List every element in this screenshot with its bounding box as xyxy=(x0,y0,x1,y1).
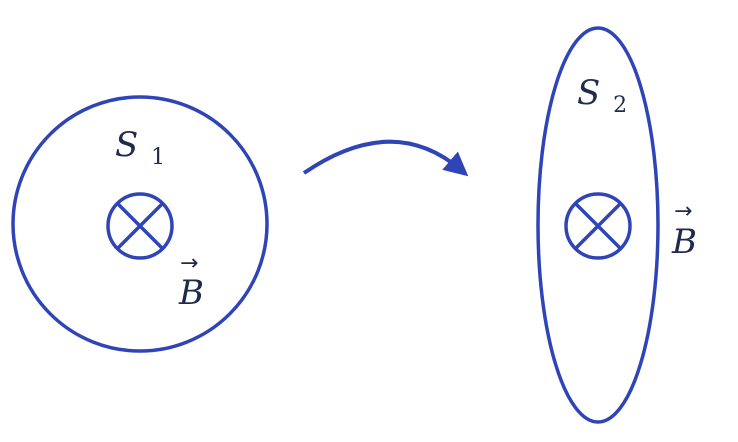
surface-s2-label: S 2 xyxy=(577,73,627,118)
surface-s1-boundary xyxy=(11,95,269,353)
curved-arrow-icon xyxy=(302,139,469,177)
surface-s2: S 2 → B xyxy=(536,26,697,424)
surface-s2-subscript: 2 xyxy=(613,93,627,118)
field-into-page-icon-right xyxy=(564,192,632,260)
field-into-page-icon-left xyxy=(106,192,174,260)
surface-s1-subscript: 1 xyxy=(151,145,165,170)
surface-s1: S 1 → B xyxy=(11,95,269,353)
field-vector-arrow-right: → xyxy=(674,199,692,224)
field-label-left: B xyxy=(178,273,204,313)
field-label-right: B xyxy=(671,222,697,262)
surface-s1-label: S 1 xyxy=(115,125,165,170)
surface-s1-letter: S xyxy=(115,125,138,165)
surface-s2-boundary xyxy=(536,26,660,424)
field-vector-arrow-left: → xyxy=(180,251,198,276)
surface-s2-letter: S xyxy=(577,73,600,113)
